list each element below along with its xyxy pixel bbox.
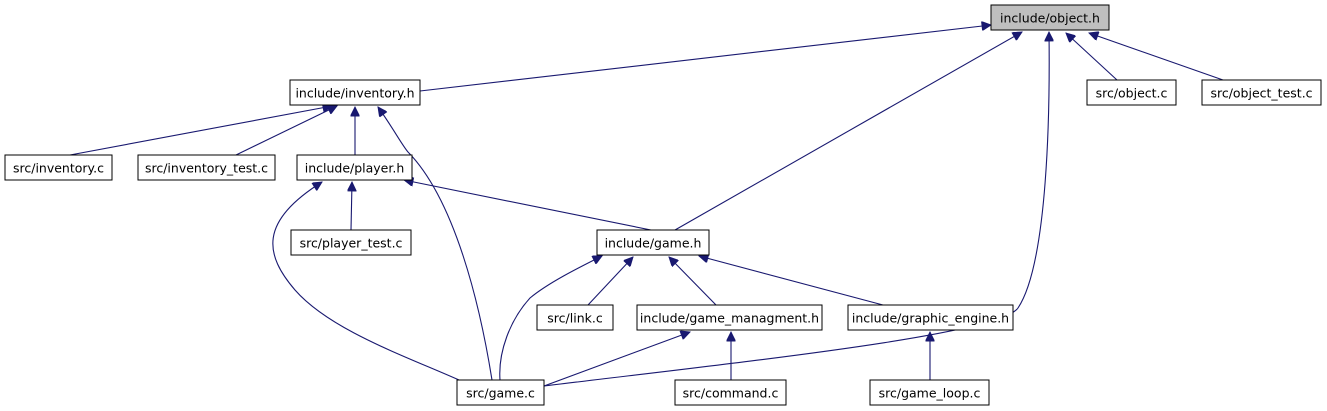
node-inventory-h[interactable]: include/inventory.h: [289, 79, 421, 106]
node-box: [456, 379, 545, 406]
node-game-c[interactable]: src/game.c: [456, 379, 545, 406]
node-label: include/player.h: [305, 161, 405, 176]
node-box: [290, 229, 412, 256]
edge-link-c-to-game-h: [587, 257, 633, 306]
edge-inventory-c-to-inventory-h: [69, 106, 332, 156]
node-box: [296, 154, 413, 181]
edge-game-h-to-object-h: [674, 32, 1022, 231]
node-box: [990, 4, 1110, 31]
edge-game-c-to-inventory-h: [378, 107, 493, 381]
node-game-h[interactable]: include/game.h: [596, 229, 710, 256]
node-label: include/game_managment.h: [640, 311, 819, 326]
nodes: include/object.h include/inventory.h src/o…: [4, 4, 1322, 406]
edges: [69, 25, 1224, 387]
node-object-c[interactable]: src/object.c: [1086, 79, 1177, 106]
edge-game-c-to-game-h: [499, 255, 602, 381]
node-label: src/command.c: [683, 386, 779, 401]
edge-inventory-test-c-to-inventory-h: [235, 106, 337, 156]
node-label: src/game.c: [466, 386, 535, 401]
node-object-h[interactable]: include/object.h: [990, 4, 1110, 31]
node-inventory-c[interactable]: src/inventory.c: [4, 154, 113, 181]
node-label: src/inventory_test.c: [145, 161, 268, 176]
node-graphic-engine-h[interactable]: include/graphic_engine.h: [847, 304, 1014, 331]
node-object-test-c[interactable]: src/object_test.c: [1201, 79, 1322, 106]
edge-game-c-to-game-managment-h: [543, 332, 690, 387]
edge-game-h-to-player-h: [404, 180, 652, 231]
node-box: [636, 304, 823, 331]
edge-inventory-h-to-object-h: [419, 25, 991, 92]
node-player-h[interactable]: include/player.h: [296, 154, 413, 181]
node-box: [4, 154, 113, 181]
edge-game-c-to-player-h: [272, 182, 460, 381]
node-label: include/graphic_engine.h: [852, 311, 1009, 326]
node-label: src/object_test.c: [1210, 86, 1312, 101]
edge-object-test-c-to-object-h: [1089, 33, 1224, 81]
node-box: [869, 379, 990, 406]
node-game-loop-c[interactable]: src/game_loop.c: [869, 379, 990, 406]
node-box: [536, 304, 614, 331]
node-game-managment-h[interactable]: include/game_managment.h: [636, 304, 823, 331]
node-label: src/game_loop.c: [879, 386, 981, 401]
node-label: include/game.h: [605, 236, 702, 251]
node-label: src/link.c: [547, 311, 603, 326]
edge-player-test-c-to-player-h: [351, 182, 352, 231]
node-box: [1086, 79, 1177, 106]
node-label: src/player_test.c: [300, 236, 403, 251]
node-box: [674, 379, 787, 406]
edge-object-c-to-object-h: [1066, 33, 1118, 81]
node-box: [137, 154, 276, 181]
node-label: include/object.h: [1000, 11, 1100, 26]
node-box: [596, 229, 710, 256]
edge-graphic-engine-h-to-game-h: [699, 256, 884, 306]
node-box: [1201, 79, 1322, 106]
node-label: include/inventory.h: [295, 86, 414, 101]
node-box: [847, 304, 1014, 331]
node-label: src/inventory.c: [13, 161, 104, 176]
edge-game-managment-h-to-game-h: [669, 257, 717, 306]
node-command-c[interactable]: src/command.c: [674, 379, 787, 406]
node-inventory-test-c[interactable]: src/inventory_test.c: [137, 154, 276, 181]
node-box: [289, 79, 421, 106]
node-link-c[interactable]: src/link.c: [536, 304, 614, 331]
edge-game-c-to-object-h: [543, 32, 1049, 387]
node-player-test-c[interactable]: src/player_test.c: [290, 229, 412, 256]
node-label: src/object.c: [1096, 86, 1168, 101]
